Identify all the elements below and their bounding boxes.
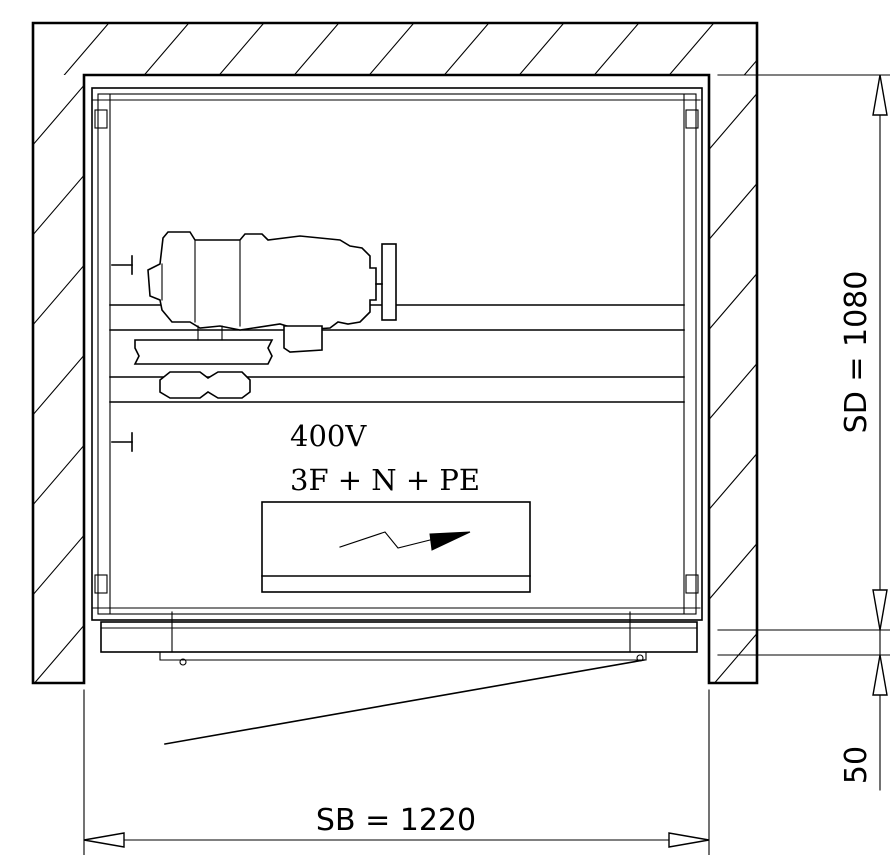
shaft-wall: [31, 21, 759, 685]
voltage-label: 400V: [290, 419, 367, 453]
door-sill: [100, 611, 698, 666]
corner-bracket: [685, 574, 699, 594]
brake-disc: [381, 243, 397, 321]
right-wall-hatch: [709, 92, 757, 683]
corner-bracket: [685, 109, 699, 129]
rail-bracket-lower: [111, 432, 133, 452]
shaft-width-label: SB = 1220: [316, 803, 476, 838]
bottom-gap-label: 50: [839, 746, 874, 784]
dim-arrow: [872, 654, 888, 696]
traction-sheave: [133, 339, 274, 365]
elevator-car: [91, 87, 703, 621]
dim-arrow: [872, 589, 888, 631]
left-wall-hatch: [33, 84, 84, 683]
depth-dimension: SD = 1080 50: [717, 74, 890, 791]
shaft-depth-label: SD = 1080: [839, 271, 874, 434]
phase-label: 3F + N + PE: [290, 463, 480, 497]
machine-rails: [109, 304, 685, 403]
top-wall-hatch: [63, 23, 757, 75]
dim-arrow: [668, 832, 710, 848]
corner-bracket: [94, 574, 108, 594]
electrical-panel: [261, 501, 531, 593]
width-dimension: SB = 1220: [83, 689, 710, 855]
dim-arrow: [872, 74, 888, 116]
drive-motor: [133, 231, 397, 399]
dim-arrow: [83, 832, 125, 848]
rail-bracket-upper: [111, 255, 133, 275]
lightning-bolt-icon: [339, 531, 471, 551]
pulley: [159, 371, 251, 399]
door-swing-line: [164, 659, 645, 745]
corner-bracket: [94, 109, 108, 129]
gearbox: [283, 325, 323, 353]
